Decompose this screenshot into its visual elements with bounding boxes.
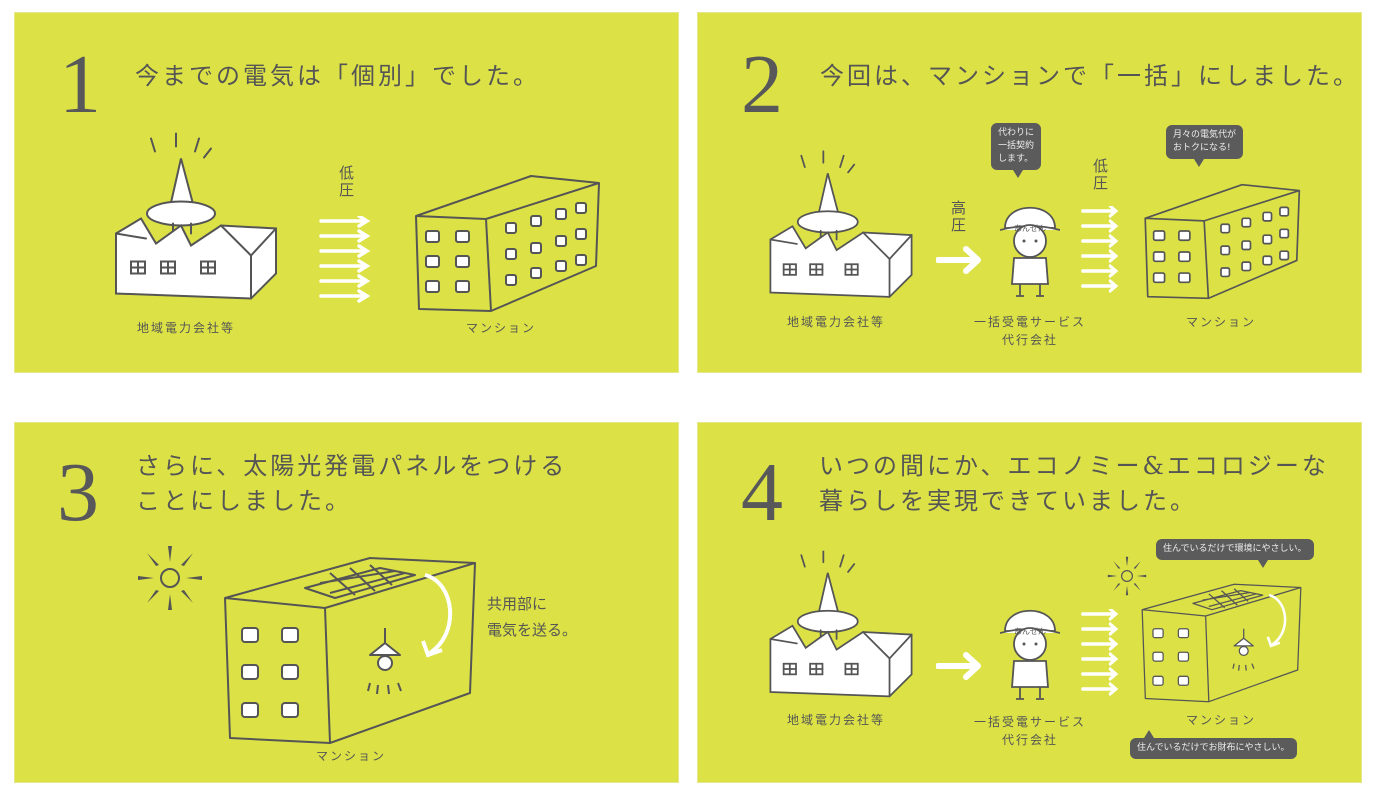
panel-1: 1 今までの電気は「個別」でした。 地域電力会社等 低圧 マンション: [14, 12, 679, 373]
power-company-label: 地域電力会社等: [786, 315, 885, 329]
power-company-label: 地域電力会社等: [786, 713, 885, 727]
power-company-label: 地域電力会社等: [136, 321, 235, 335]
apartment-label: マンション: [315, 749, 386, 763]
power-company-illustration: [766, 141, 916, 316]
arrow-right-icon: [936, 651, 986, 681]
step-number: 3: [57, 446, 99, 539]
arrows-icon: [319, 216, 374, 311]
arrows-icon: [1081, 609, 1121, 704]
panel-title: 今回は、マンションで「一括」にしました。: [820, 62, 1360, 90]
apartment-building-illustration: [411, 171, 601, 316]
agent-label-line2: 代行会社: [1001, 733, 1058, 747]
agent-label-line2: 代行会社: [1001, 333, 1058, 347]
panel-3: 3 さらに、太陽光発電パネルをつける ことにしました。 共用部に 電気を送る。 …: [14, 422, 679, 783]
solar-apartment-illustration: [220, 553, 480, 748]
power-company-illustration: [111, 131, 281, 311]
panel-2: 2 今回は、マンションで「一括」にしました。 地域電力会社等 高圧 代わりに 一…: [697, 12, 1362, 373]
arrow-right-icon: [936, 245, 986, 275]
savings-speech-bubble: 住んでいるだけでお財布にやさしい。: [1130, 730, 1297, 759]
panel-title-line2: ことにしました。: [136, 487, 352, 515]
apartment-building-illustration: [1141, 179, 1301, 304]
worker-illustration: [1000, 599, 1060, 704]
panel-title-line2: 暮らしを実現できていました。: [819, 487, 1197, 515]
low-voltage-label: 低圧: [337, 165, 355, 199]
worker-speech-bubble: 代わりに 一括契約 します。: [991, 123, 1042, 178]
worker-helmet-badge: あんぜん: [1014, 627, 1046, 636]
worker-helmet-badge: あんぜん: [1014, 224, 1046, 233]
high-voltage-label: 高圧: [949, 200, 967, 234]
agent-label-line1: 一括受電サービス: [973, 315, 1086, 329]
panel-title-line1: さらに、太陽光発電パネルをつける: [136, 452, 568, 480]
step-number: 4: [741, 446, 783, 539]
arrows-icon: [1081, 206, 1121, 301]
low-voltage-label: 低圧: [1091, 158, 1109, 192]
agent-label-line1: 一括受電サービス: [973, 715, 1086, 729]
shared-area-note: 共用部に 電気を送る。: [487, 595, 578, 639]
step-number: 2: [741, 38, 783, 131]
power-company-illustration: [766, 543, 916, 713]
sun-icon: [135, 543, 205, 613]
panel-4: 4 いつの間にか、エコノミー&エコロジーな 暮らしを実現できていました。 地域電…: [697, 422, 1362, 783]
building-speech-bubble: 月々の電気代が おトクになる!: [1166, 125, 1244, 167]
worker-illustration: [1000, 196, 1060, 301]
apartment-label: マンション: [1185, 315, 1256, 329]
eco-speech-bubble: 住んでいるだけで環境にやさしい。: [1156, 539, 1314, 568]
panel-title: 今までの電気は「個別」でした。: [135, 62, 540, 90]
panel-title-line1: いつの間にか、エコノミー&エコロジーな: [819, 452, 1329, 480]
solar-apartment-illustration: [1139, 581, 1304, 705]
step-number: 1: [59, 38, 101, 131]
apartment-label: マンション: [465, 321, 536, 335]
apartment-label: マンション: [1185, 713, 1256, 727]
